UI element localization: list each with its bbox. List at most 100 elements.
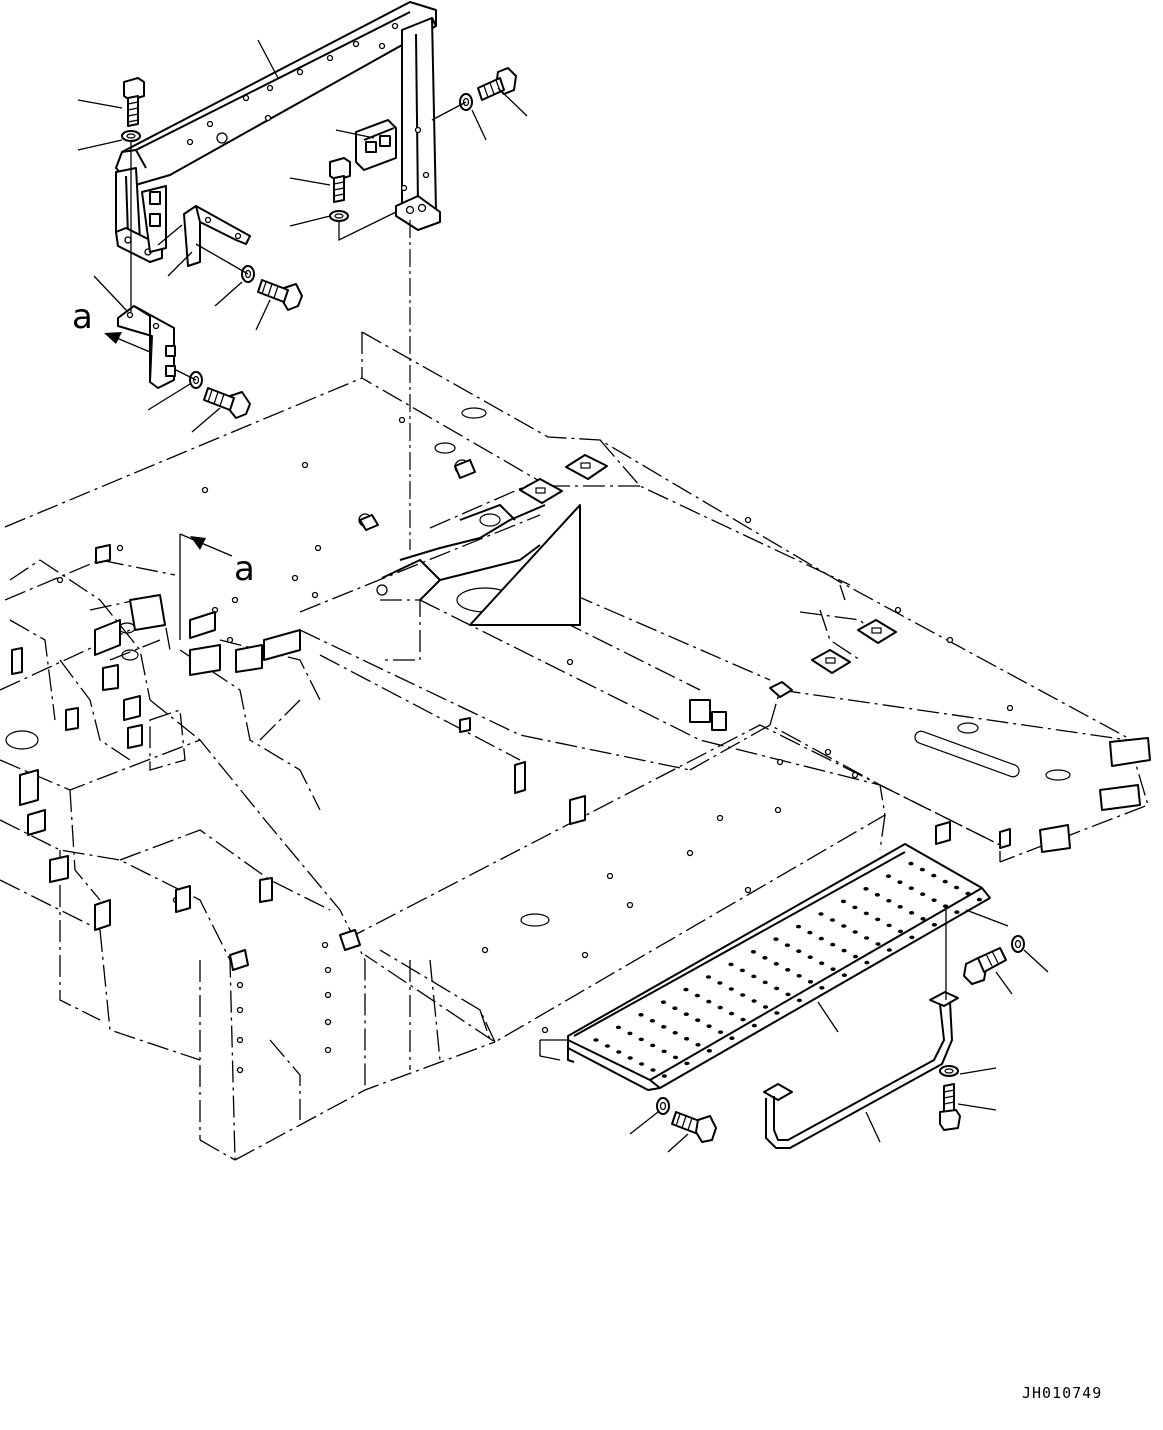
perforation-hole <box>920 892 926 896</box>
perforation-hole <box>616 1050 622 1054</box>
perforation-hole <box>729 1011 735 1016</box>
perforation-hole <box>796 949 802 953</box>
perforation-hole <box>909 935 915 940</box>
perforation-hole <box>649 1019 656 1023</box>
washer-step-left <box>656 1097 670 1115</box>
perforation-hole <box>627 1031 633 1036</box>
bolt-top-left <box>123 77 145 127</box>
perforation-hole <box>694 993 701 998</box>
perforation-hole <box>683 987 689 992</box>
view-arrow-top <box>104 332 151 353</box>
perforation-hole <box>807 930 813 935</box>
perforation-hole <box>874 893 881 897</box>
perforation-hole <box>751 999 757 1003</box>
bolt-step-right <box>963 947 1007 985</box>
perforation-hole <box>695 1018 701 1022</box>
step-perforations <box>593 861 983 1078</box>
perforation-hole <box>672 1031 678 1035</box>
washer-top-right <box>459 93 473 111</box>
perforation-hole <box>920 917 926 921</box>
perforation-hole <box>784 943 791 947</box>
perforation-hole <box>706 1024 712 1028</box>
perforation-hole <box>717 981 723 985</box>
bolt-lower-left <box>203 387 251 419</box>
perforation-hole <box>841 924 847 928</box>
washer-step-vertical <box>939 1065 959 1077</box>
upper-mounting-bracket <box>115 1 441 263</box>
perforation-hole <box>739 968 746 973</box>
perforation-hole <box>717 1030 724 1034</box>
perforation-hole <box>818 936 824 941</box>
perforation-hole <box>672 1055 679 1060</box>
perforation-hole <box>751 974 757 979</box>
perforation-hole <box>830 942 836 947</box>
perforation-hole <box>819 961 825 965</box>
perforation-hole <box>774 986 780 991</box>
perforation-hole <box>728 962 734 967</box>
perforation-hole <box>672 1006 678 1010</box>
perforation-hole <box>954 885 960 890</box>
perforation-hole <box>863 911 869 916</box>
perforation-hole <box>818 912 824 916</box>
perforation-hole <box>683 1012 689 1016</box>
perforation-hole <box>819 986 825 990</box>
bolt-top-right <box>477 67 517 101</box>
bolt-step-left <box>671 1111 717 1143</box>
perforation-hole <box>751 1023 758 1028</box>
perforation-hole <box>706 1049 713 1053</box>
washer-top-left <box>121 130 141 142</box>
angle-bracket <box>183 205 251 267</box>
perforation-hole <box>885 874 892 878</box>
perforation-hole <box>593 1038 599 1042</box>
perforation-hole <box>931 873 937 878</box>
perforation-hole <box>908 861 914 866</box>
perforation-hole <box>830 967 836 971</box>
perforation-hole <box>785 968 791 972</box>
perforation-hole <box>650 1043 656 1048</box>
washer-center <box>329 210 349 222</box>
perforation-hole <box>639 1062 645 1066</box>
perforation-hole <box>728 987 734 991</box>
perforation-hole <box>785 992 791 997</box>
perforation-hole <box>897 905 903 909</box>
perforation-hole <box>864 960 870 965</box>
view-marker-a-frame: a <box>234 549 255 589</box>
perforation-hole <box>774 1011 780 1015</box>
perforation-hole <box>886 923 892 928</box>
perforation-hole <box>661 1025 667 1029</box>
perforation-hole <box>841 973 848 977</box>
perforation-hole <box>695 1043 701 1047</box>
perforation-hole <box>852 905 858 910</box>
perforation-hole <box>863 887 869 891</box>
perforation-hole <box>750 950 757 954</box>
perforation-hole <box>897 929 904 934</box>
perforation-hole <box>638 1037 644 1042</box>
view-arrow-frame <box>179 533 233 640</box>
perforation-hole <box>840 899 847 904</box>
frame-mounting-pads <box>11 454 1151 971</box>
perforation-hole <box>740 1017 746 1022</box>
perforation-hole <box>627 1056 633 1060</box>
perforation-hole <box>864 936 870 940</box>
perforation-hole <box>740 993 746 997</box>
bolt-center <box>329 157 351 203</box>
view-marker-a-top: a <box>72 297 93 337</box>
perforation-hole <box>615 1025 622 1030</box>
perforation-hole <box>875 917 881 922</box>
perforation-hole <box>954 910 960 914</box>
perforation-hole <box>897 880 903 884</box>
perforation-hole <box>762 956 768 960</box>
bolt-middle <box>257 279 303 311</box>
perforation-hole <box>919 867 926 872</box>
perforation-hole <box>909 911 915 915</box>
perforation-hole <box>661 1049 667 1054</box>
perforation-hole <box>796 998 803 1003</box>
perforation-hole <box>660 1000 667 1004</box>
perforation-hole <box>875 942 881 946</box>
perforation-hole <box>852 954 859 959</box>
perforation-hole <box>796 974 802 978</box>
perforation-hole <box>886 948 893 952</box>
perforation-hole <box>931 898 937 902</box>
clip-bracket <box>355 119 397 171</box>
